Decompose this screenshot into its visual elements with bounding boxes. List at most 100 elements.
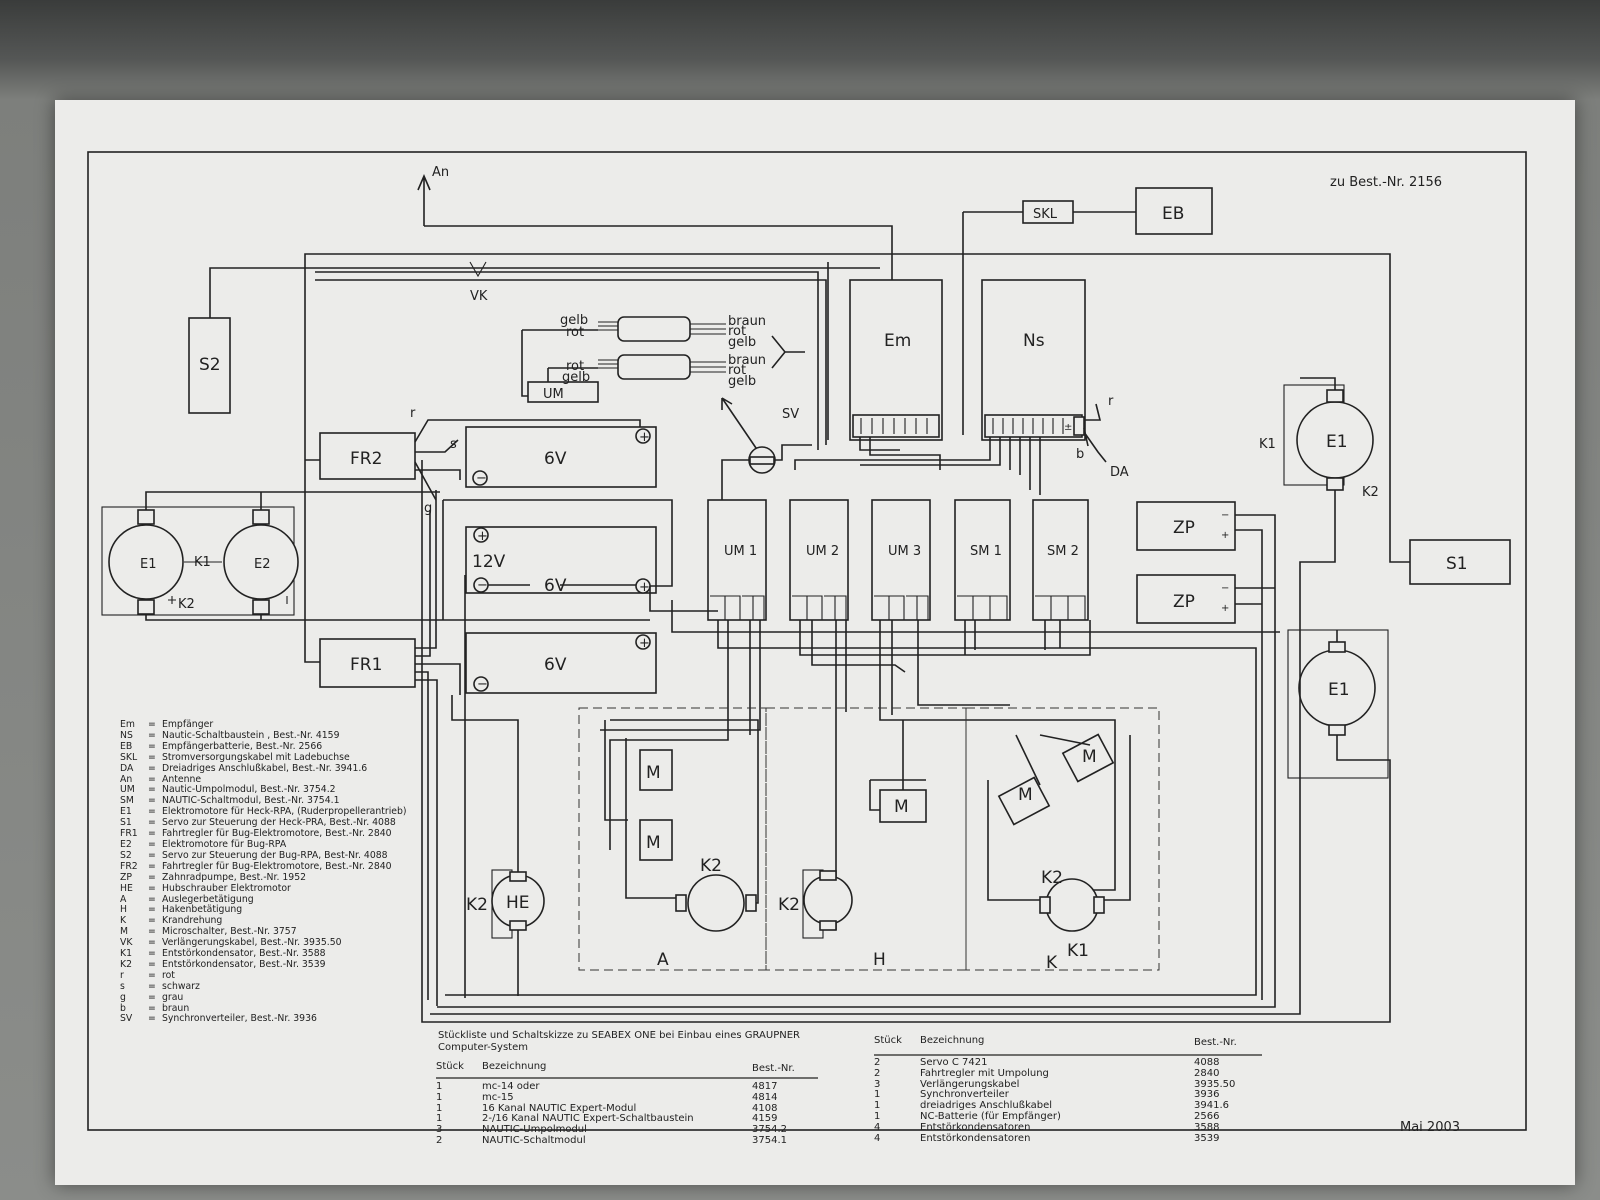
parts-title-line2: Computer-System <box>438 1042 528 1053</box>
legend-value: Empfängerbatterie, Best.-Nr. 2566 <box>162 740 323 752</box>
legend-row: K2=Entstörkondensator, Best.-Nr. 3539 <box>120 958 407 971</box>
da-wires <box>1083 403 1107 463</box>
legend-row: SV=Synchronverteiler, Best.-Nr. 3936 <box>120 1014 407 1025</box>
section-h-switch <box>879 789 927 823</box>
right-e1-top-label: E1 <box>1326 432 1348 452</box>
battery-6v-top-label: 6V <box>544 449 567 469</box>
section-h-border <box>765 707 967 971</box>
battery-6v-top <box>465 426 657 488</box>
right-k2-label: K2 <box>1362 485 1379 500</box>
fr1-controller <box>319 638 416 688</box>
um-small-module <box>527 381 599 403</box>
battery-6v-top-plus <box>635 428 651 444</box>
legend-value: Entstörkondensator, Best.-Nr. 3539 <box>162 958 326 970</box>
wire-right-4: braun <box>728 353 766 368</box>
legend-key: SKL <box>120 751 138 763</box>
wire-right-5: rot <box>728 363 746 378</box>
he-wires <box>451 695 519 996</box>
section-k-label: K <box>1046 953 1058 973</box>
eb-battery <box>1135 187 1213 235</box>
legend-value: schwarz <box>162 980 200 992</box>
legend-row: EB=Empfängerbatterie, Best.-Nr. 2566 <box>120 740 407 753</box>
legend-value: Servo zur Steuerung der Bug-RPA, Best-Nr… <box>162 849 388 861</box>
da-connector <box>1073 416 1085 436</box>
wire-left-1: gelb <box>560 313 588 328</box>
legend-equals: = <box>148 948 156 960</box>
top-bus-wire <box>304 253 1410 563</box>
s2-servo-wire <box>209 267 880 320</box>
da-label: DA <box>1110 465 1129 480</box>
legend-row: DA=Dreiadriges Anschlußkabel, Best.-Nr. … <box>120 763 407 775</box>
ns-label: Ns <box>1023 331 1045 351</box>
row-qty: 1 <box>436 1091 443 1103</box>
battery-12v-pack <box>465 526 657 594</box>
fr2-r-label: r <box>410 406 416 421</box>
row-desc: NAUTIC-Schaltmodul <box>482 1134 586 1146</box>
left-e1-label: E1 <box>140 557 157 572</box>
battery-12v-plus-label: + <box>477 529 488 544</box>
legend-value: Elektromotore für Heck-RPA, (Ruderpropel… <box>162 806 407 818</box>
legend-key: ZP <box>120 871 132 883</box>
zp2-label: ZP <box>1173 592 1195 612</box>
row-desc: dreiadriges Anschlußkabel <box>920 1100 1053 1112</box>
section-a-label: A <box>657 950 669 970</box>
legend-key: FR1 <box>120 828 138 840</box>
legend-key: g <box>120 991 126 1003</box>
legend-row: E2=Elektromotore für Bug-RPA <box>120 839 407 851</box>
legend-value: Auslegerbetätigung <box>162 893 254 905</box>
battery-6v-bottom-minus <box>473 676 489 692</box>
row-qty: 3 <box>874 1078 881 1090</box>
zp1-plus-label: + <box>1221 530 1229 541</box>
paper-sheet <box>55 100 1575 1185</box>
he-k2-label: K2 <box>466 895 488 915</box>
legend-value: Empfänger <box>162 719 214 730</box>
table2-header-desc: Bezeichnung <box>920 1035 984 1046</box>
legend-value: Entstörkondensator, Best.-Nr. 3588 <box>162 948 326 960</box>
sm1-label: SM 1 <box>970 544 1002 559</box>
legend-equals: = <box>148 806 156 818</box>
wire-right-2: rot <box>728 324 746 339</box>
legend-equals: = <box>148 860 156 872</box>
zp1-label: ZP <box>1173 518 1195 538</box>
legend-value: Servo zur Steuerung der Heck-PRA, Best.-… <box>162 817 396 829</box>
legend-row: s=schwarz <box>120 980 407 993</box>
right-e1-bottom-box <box>1287 629 1389 779</box>
legend-key: K2 <box>120 958 133 970</box>
legend-key: K <box>120 915 127 927</box>
row-nr: 3754.2 <box>752 1124 787 1136</box>
legend-key: b <box>120 1002 126 1014</box>
zp-pump-2 <box>1136 574 1236 624</box>
legend-value: NAUTIC-Schaltmodul, Best.-Nr. 3754.1 <box>162 795 340 807</box>
section-h-motor <box>803 875 853 925</box>
legend-row: K=Krandrehung <box>120 915 407 927</box>
legend-key: FR2 <box>120 860 138 872</box>
skl-label: SKL <box>1033 207 1058 222</box>
legend-key: S1 <box>120 817 132 829</box>
legend-row: r=rot <box>120 970 407 982</box>
da-b-label: b <box>1076 447 1084 462</box>
section-k-m1-label: M <box>1018 785 1033 805</box>
legend-row: NS=Nautic-Schaltbaustein , Best.-Nr. 415… <box>120 730 407 742</box>
row-desc: Entstörkondensatoren <box>920 1132 1031 1144</box>
section-a-switch-2 <box>639 819 673 861</box>
legend-value: Hakenbetätigung <box>162 904 243 916</box>
row-qty: 4 <box>874 1132 881 1144</box>
legend-equals: = <box>148 740 156 752</box>
sm2-module <box>1032 499 1089 621</box>
row-desc: Servo C 7421 <box>920 1057 988 1068</box>
s1-label: S1 <box>1446 554 1468 574</box>
vk-marker <box>469 261 487 278</box>
legend-value: grau <box>162 991 184 1003</box>
legend-equals: = <box>148 773 156 785</box>
row-desc: 16 Kanal NAUTIC Expert-Modul <box>482 1102 637 1114</box>
section-h-k2-label: K2 <box>778 895 800 915</box>
legend-row: FR2=Fahrtregler für Bug-Elektromotore, B… <box>120 860 407 873</box>
legend-key: S2 <box>120 849 132 861</box>
